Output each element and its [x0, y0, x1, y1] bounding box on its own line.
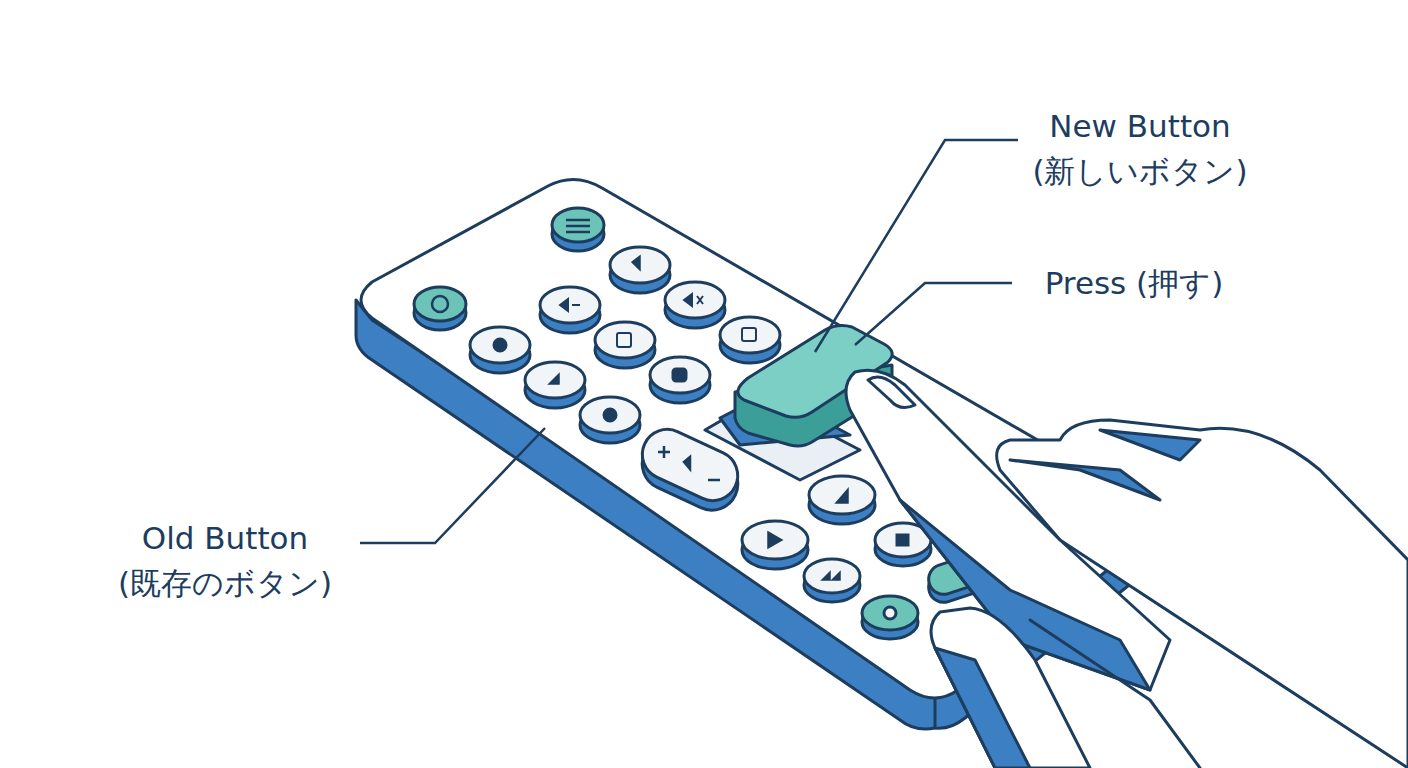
- remote-button: [742, 521, 808, 569]
- remote-button: [720, 317, 780, 363]
- remote-button: [525, 362, 585, 408]
- leader-line: [360, 428, 545, 543]
- remote-button: [665, 282, 725, 328]
- volume-rocker: [634, 421, 747, 518]
- remote-button: [610, 247, 670, 293]
- remote-button: [809, 476, 875, 524]
- remote-button: [470, 327, 530, 373]
- leader-line: [855, 283, 1012, 345]
- remote-button: [580, 397, 640, 443]
- leader-line: [815, 140, 1018, 352]
- fingernail: [868, 377, 915, 408]
- menu-button: [552, 208, 604, 251]
- palm-edge: [1030, 620, 1200, 768]
- callout-label: New Button (新しいボタン): [1010, 104, 1270, 194]
- remote-button: [804, 559, 860, 602]
- callout-label: Press (押す): [984, 261, 1284, 306]
- remote-button: [862, 596, 918, 639]
- hand-finger-shadow: [1010, 430, 1200, 500]
- thumb: [931, 608, 1090, 768]
- power-button: [414, 287, 466, 330]
- remote-button: [650, 357, 710, 403]
- remote-button: [540, 287, 600, 333]
- callout-label: Old Button (既存のボタン): [95, 516, 355, 606]
- remote-button: [595, 322, 655, 368]
- thumb-side: [935, 648, 1030, 768]
